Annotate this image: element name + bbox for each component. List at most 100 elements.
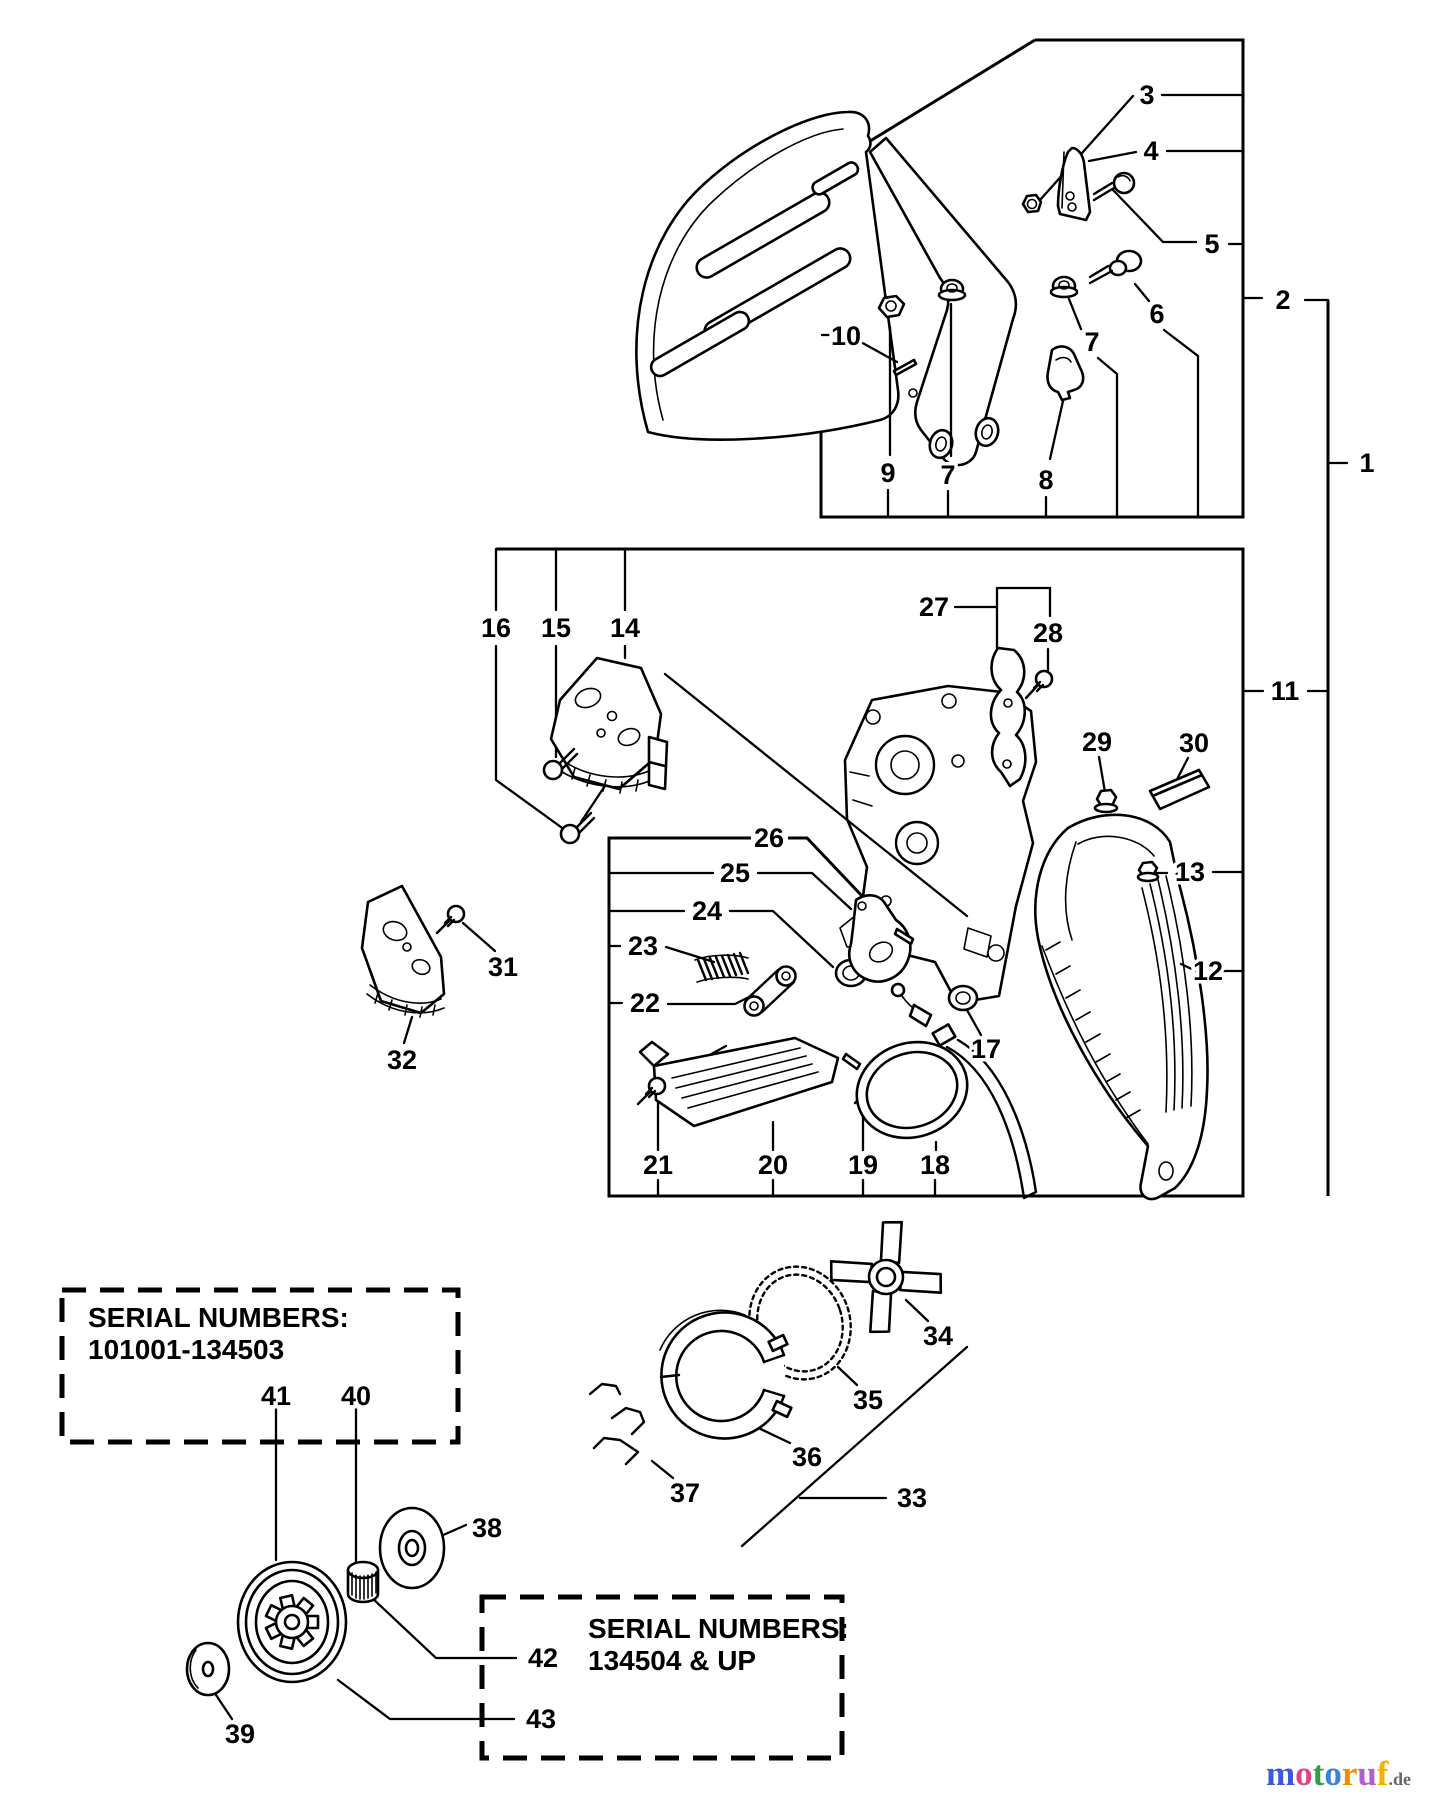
part-number-label-15: 15 <box>541 613 571 643</box>
part-number-label-17: 17 <box>971 1034 1001 1064</box>
brake-link-part-22 <box>743 965 797 1017</box>
middle-group-parts <box>360 646 1211 1200</box>
part-number-label-11: 11 <box>1271 676 1300 706</box>
part-number-label-16: 16 <box>481 613 511 643</box>
part-number-label-38: 38 <box>472 1513 502 1543</box>
part-number-label-37: 37 <box>670 1478 700 1508</box>
part-number-label-31: 31 <box>488 952 518 982</box>
part-number-label-30: 30 <box>1179 728 1209 758</box>
watermark-letter: f <box>1376 1754 1389 1793</box>
part-number-label-27: 27 <box>919 592 949 622</box>
hand-guard-lever <box>635 110 1018 467</box>
top-group-parts <box>877 146 1143 402</box>
assembly-group-boxes <box>496 38 1330 1198</box>
serial-range-box-2: SERIAL NUMBERS: 134504 & UP <box>479 1594 849 1761</box>
guide-plate-part-14 <box>549 656 669 794</box>
screw-part-31 <box>435 904 466 935</box>
part-number-label-40: 40 <box>341 1381 371 1411</box>
part-number-label-4: 4 <box>1143 136 1158 166</box>
part-number-label-13: 13 <box>1175 857 1205 887</box>
motoruf-watermark: motoruf.de <box>1266 1756 1411 1797</box>
guard-slot <box>695 191 831 279</box>
top-group-box-diagonal <box>861 38 1036 148</box>
pin-part-10 <box>892 358 918 377</box>
serial-box-1-line-2: 101001-134503 <box>88 1334 284 1365</box>
plate-bracket <box>647 735 669 791</box>
watermark-letter: o <box>1295 1754 1313 1793</box>
screw-part-15 <box>542 747 579 781</box>
tensioner-cover-part-20 <box>638 1036 840 1128</box>
decal-part-30 <box>1148 768 1211 811</box>
part-number-label-5: 5 <box>1204 229 1219 259</box>
part-number-label-43: 43 <box>526 1704 556 1734</box>
washer-part-39 <box>185 1641 231 1697</box>
needle-bearing-part-42 <box>346 1560 380 1604</box>
pin-part-26 <box>893 927 915 946</box>
nut-part-9 <box>877 294 906 319</box>
watermark-letter: r <box>1341 1754 1358 1793</box>
serial-box-2-line-2: 134504 & UP <box>588 1645 756 1676</box>
clutch-drum-part-41 <box>236 1560 348 1684</box>
part-number-label-7: 7 <box>940 460 955 490</box>
clutch-spider-part-34 <box>829 1220 943 1334</box>
middle-group-box <box>496 547 1245 1198</box>
washer-part-38 <box>378 1506 446 1590</box>
brake-cover-part-12 <box>1034 813 1209 1201</box>
part-number-label-42: 42 <box>528 1643 558 1673</box>
serial-box-1-line-1: SERIAL NUMBERS: <box>88 1302 349 1333</box>
part-number-label-34: 34 <box>923 1321 953 1351</box>
nut-part-7-left <box>937 278 967 302</box>
part-number-label-8: 8 <box>1038 465 1053 495</box>
guard-slot <box>649 310 751 378</box>
clips-part-37 <box>588 1382 646 1466</box>
brake-band-part-18 <box>855 982 1038 1200</box>
part-number-label-25: 25 <box>720 858 750 888</box>
serial-box-2-line-1: SERIAL NUMBERS: <box>588 1613 849 1644</box>
part-number-label-10: 10 <box>831 321 861 351</box>
screw-part-28 <box>1024 669 1054 700</box>
part-number-label-26: 26 <box>754 823 784 853</box>
brake-trigger-part-25 <box>847 894 912 983</box>
nut-part-3 <box>1021 193 1043 214</box>
guard-slot <box>811 161 860 196</box>
screw-part-21 <box>636 1076 667 1106</box>
part-number-label-28: 28 <box>1033 618 1063 648</box>
clutch-shoes-part-36 <box>659 1309 793 1440</box>
leader-lines <box>214 93 1349 1721</box>
part-number-label-21: 21 <box>643 1150 673 1180</box>
watermark-letter: t <box>1312 1754 1325 1793</box>
part-number-label-7: 7 <box>1084 327 1099 357</box>
part-number-label-33: 33 <box>897 1483 927 1513</box>
part-number-label-23: 23 <box>628 931 658 961</box>
brake-spring-part-23 <box>694 951 750 983</box>
part-number-label-39: 39 <box>225 1719 255 1749</box>
guard-plate-part-27 <box>989 646 1027 788</box>
part-number-label-1: 1 <box>1359 448 1374 478</box>
watermark-letter: m <box>1266 1754 1296 1793</box>
part-number-label-14: 14 <box>610 613 640 643</box>
part-number-label-36: 36 <box>792 1442 822 1472</box>
part-number-label-18: 18 <box>920 1150 950 1180</box>
nut-part-29 <box>1093 788 1119 814</box>
latch-part-8 <box>1046 345 1085 402</box>
part-number-label-35: 35 <box>853 1385 883 1415</box>
part-number-label-3: 3 <box>1139 80 1154 110</box>
part-number-label-19: 19 <box>848 1150 878 1180</box>
screw-part-5 <box>1092 171 1136 202</box>
part-number-label-12: 12 <box>1193 956 1223 986</box>
part-number-label-32: 32 <box>387 1045 417 1075</box>
part-number-label-2: 2 <box>1275 285 1290 315</box>
chain-catcher-part-32 <box>360 884 446 1018</box>
screw-part-6 <box>1088 249 1143 285</box>
part-number-label-24: 24 <box>692 896 722 926</box>
bottom-group-parts <box>185 1220 943 1697</box>
part-number-label-6: 6 <box>1149 299 1164 329</box>
part-number-label-9: 9 <box>880 458 895 488</box>
screw-part-16 <box>559 811 596 845</box>
part-number-label-22: 22 <box>630 988 660 1018</box>
part-number-label-20: 20 <box>758 1150 788 1180</box>
bushing-part-17 <box>947 984 979 1012</box>
watermark-letter: o <box>1324 1754 1342 1793</box>
